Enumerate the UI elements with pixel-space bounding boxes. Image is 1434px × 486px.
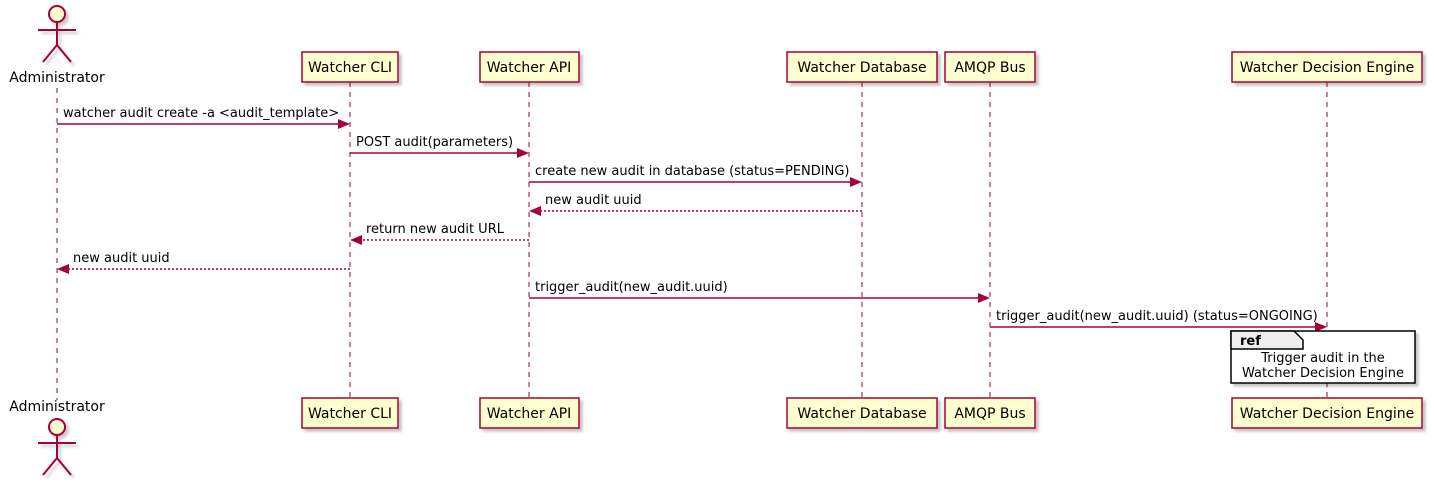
participant-box bbox=[479, 397, 580, 429]
message-arrowhead-left bbox=[350, 235, 362, 245]
message-arrowhead-right bbox=[850, 177, 862, 187]
message-arrowhead-left bbox=[57, 264, 69, 274]
participant-box bbox=[301, 51, 399, 83]
actor-leg-left-icon bbox=[42, 44, 58, 63]
participant-watcher-api-bottom[interactable]: Watcher API bbox=[479, 397, 580, 429]
actor-administrator-bottom[interactable]: Administrator bbox=[9, 399, 105, 476]
participant-box bbox=[301, 397, 399, 429]
participant-watcher-cli-bottom[interactable]: Watcher CLI bbox=[301, 397, 399, 429]
message-7-trigger-audit: trigger_audit(new_audit.uuid) bbox=[529, 280, 990, 303]
message-label: new audit uuid bbox=[73, 251, 170, 266]
participant-label: Watcher Database bbox=[797, 60, 926, 76]
message-5-return-new-audit-url: return new audit URL bbox=[350, 222, 529, 245]
participant-box bbox=[786, 51, 938, 83]
message-arrowhead-left bbox=[529, 206, 541, 216]
ref-fragment-tab bbox=[1230, 330, 1304, 350]
actor-label-bottom: Administrator bbox=[9, 399, 105, 415]
message-label: trigger_audit(new_audit.uuid) (status=ON… bbox=[996, 309, 1318, 324]
message-label: return new audit URL bbox=[366, 222, 505, 237]
actor-leg-left-icon-bottom bbox=[42, 457, 58, 476]
message-label: create new audit in database (status=PEN… bbox=[535, 164, 850, 179]
participant-watcher-database-bottom[interactable]: Watcher Database bbox=[786, 397, 938, 429]
ref-fragment-line-1: Trigger audit in the bbox=[1260, 351, 1385, 366]
participant-box bbox=[1231, 51, 1423, 83]
participant-label: AMQP Bus bbox=[954, 406, 1025, 422]
ref-fragment-operator-label: ref bbox=[1240, 334, 1261, 349]
participant-label: AMQP Bus bbox=[954, 60, 1025, 76]
participant-boxes-bottom: Watcher CLI Watcher API Watcher Database… bbox=[301, 397, 1423, 429]
participant-box bbox=[786, 397, 938, 429]
participant-watcher-decision-engine-bottom[interactable]: Watcher Decision Engine bbox=[1231, 397, 1423, 429]
message-label: POST audit(parameters) bbox=[356, 135, 513, 150]
participant-label: Watcher Decision Engine bbox=[1240, 406, 1414, 422]
actor-administrator-top[interactable]: Administrator bbox=[9, 5, 105, 86]
message-arrowhead-right bbox=[1315, 322, 1327, 332]
participant-label: Watcher Decision Engine bbox=[1240, 60, 1414, 76]
message-arrowhead-right bbox=[517, 148, 529, 158]
participant-watcher-cli-top[interactable]: Watcher CLI bbox=[301, 51, 399, 83]
participant-boxes-top: Watcher CLI Watcher API Watcher Database… bbox=[301, 51, 1423, 83]
message-arrowhead-right bbox=[338, 119, 350, 129]
actor-label-top: Administrator bbox=[9, 70, 105, 86]
participant-label: Watcher API bbox=[487, 406, 572, 422]
participant-watcher-api-top[interactable]: Watcher API bbox=[479, 51, 580, 83]
message-3-create-new-audit: create new audit in database (status=PEN… bbox=[529, 164, 862, 187]
message-6-new-audit-uuid: new audit uuid bbox=[57, 251, 350, 274]
message-label: new audit uuid bbox=[545, 193, 642, 208]
participant-box bbox=[944, 397, 1036, 429]
participant-amqp-bus-bottom[interactable]: AMQP Bus bbox=[944, 397, 1036, 429]
participant-label: Watcher CLI bbox=[308, 60, 392, 76]
ref-fragment-trigger-audit[interactable]: ref Trigger audit in the Watcher Decisio… bbox=[1230, 330, 1416, 384]
participant-amqp-bus-top[interactable]: AMQP Bus bbox=[944, 51, 1036, 83]
actor-leg-right-icon bbox=[56, 44, 72, 63]
participant-box bbox=[944, 51, 1036, 83]
actor-head-icon bbox=[48, 5, 66, 23]
participant-watcher-decision-engine-top[interactable]: Watcher Decision Engine bbox=[1231, 51, 1423, 83]
participant-label: Watcher API bbox=[487, 60, 572, 76]
message-label: trigger_audit(new_audit.uuid) bbox=[535, 280, 728, 295]
actor-leg-right-icon-bottom bbox=[56, 457, 72, 476]
participant-box bbox=[1231, 397, 1423, 429]
actor-head-icon-bottom bbox=[48, 418, 66, 436]
message-2-post-audit: POST audit(parameters) bbox=[350, 135, 529, 158]
message-label: watcher audit create -a <audit_template> bbox=[63, 106, 339, 121]
participant-box bbox=[479, 51, 580, 83]
participant-watcher-database-top[interactable]: Watcher Database bbox=[786, 51, 938, 83]
participant-label: Watcher CLI bbox=[308, 406, 392, 422]
message-8-trigger-audit-ongoing: trigger_audit(new_audit.uuid) (status=ON… bbox=[990, 309, 1327, 332]
participant-label: Watcher Database bbox=[797, 406, 926, 422]
message-1-watcher-audit-create: watcher audit create -a <audit_template> bbox=[57, 106, 350, 129]
ref-fragment-line-2: Watcher Decision Engine bbox=[1242, 366, 1404, 381]
message-4-new-audit-uuid: new audit uuid bbox=[529, 193, 862, 216]
message-arrowhead-right bbox=[978, 293, 990, 303]
